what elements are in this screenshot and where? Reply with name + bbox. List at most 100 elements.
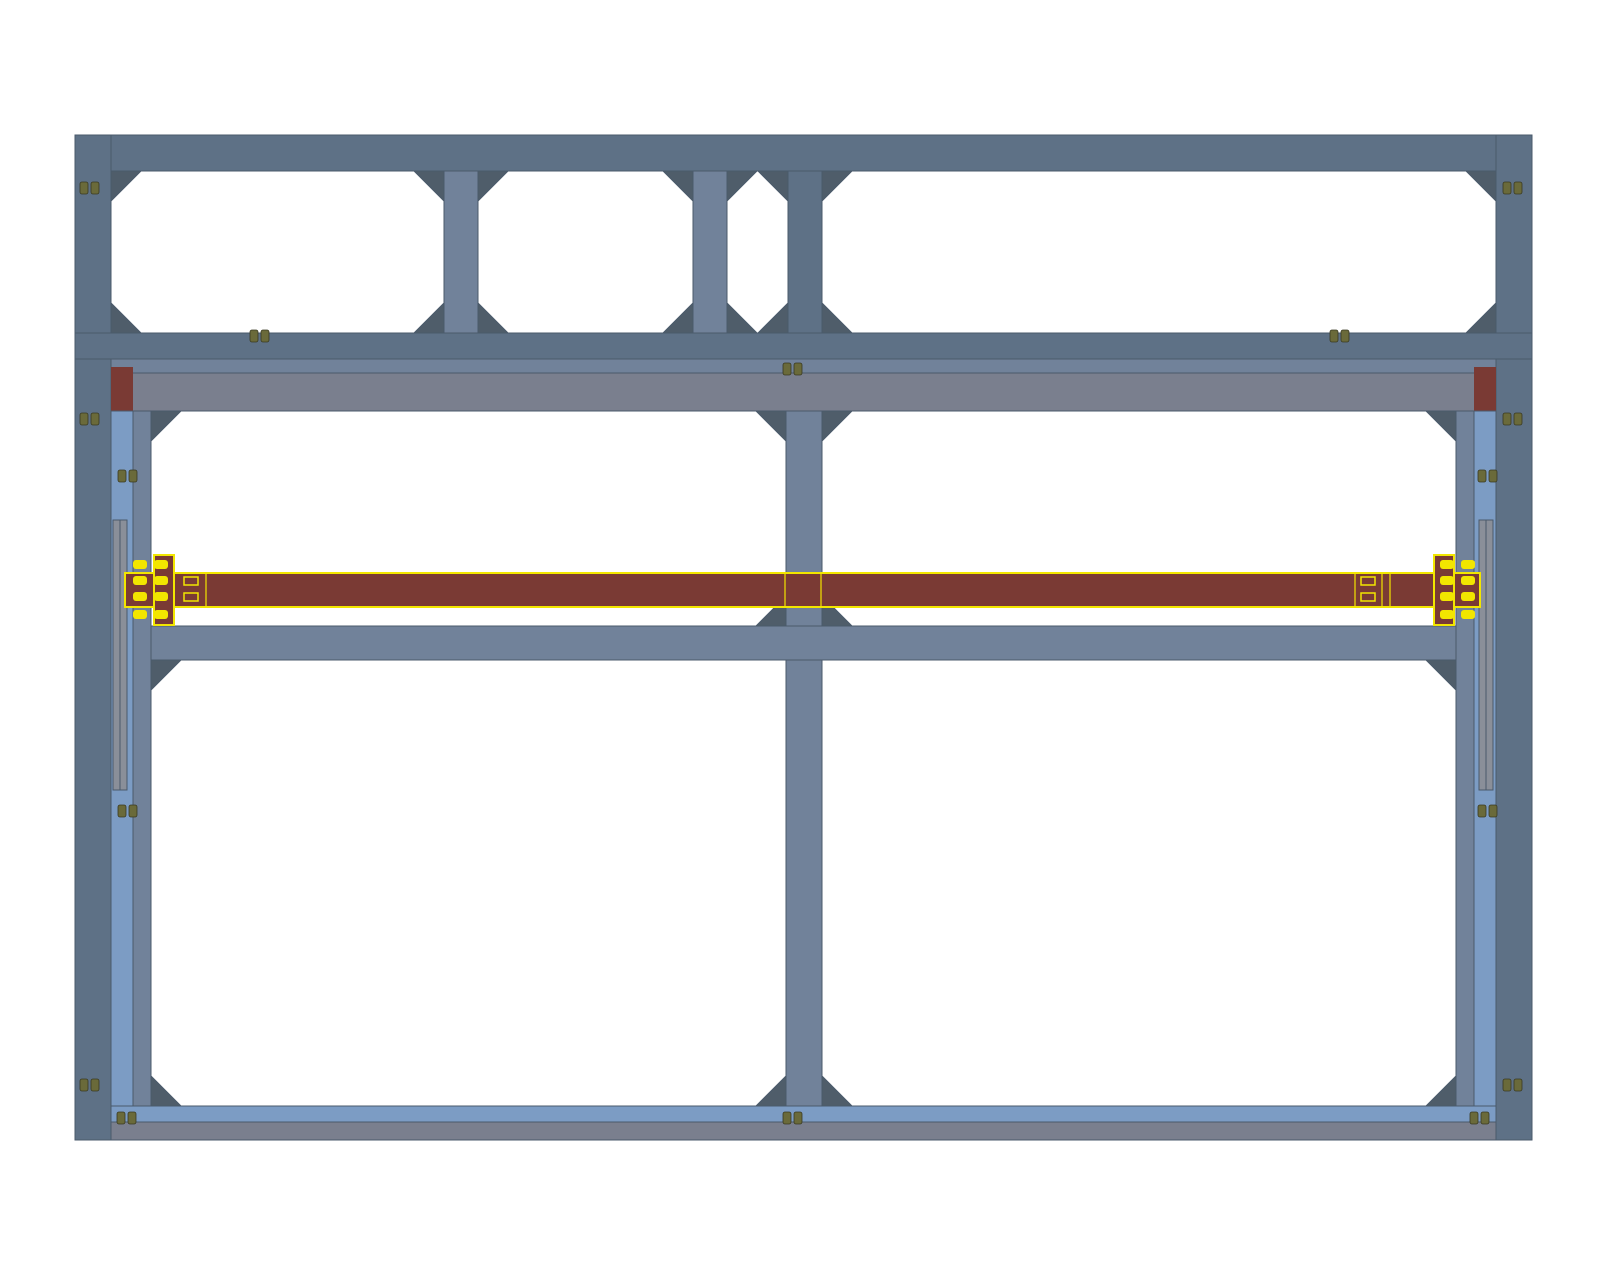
lower-crossbeam (150, 625, 1457, 661)
left-plate-bolt-2-b (154, 592, 168, 601)
right-plate-bolt-2-a (1440, 592, 1454, 601)
top-rail-upper-strip (110, 358, 1497, 374)
bolt-1-a (79, 412, 89, 426)
left-plate-bolt-0-a (133, 560, 147, 569)
right-plate-bolt-3-a (1440, 610, 1454, 619)
bolt-groups (79, 181, 1523, 1125)
gusset-5 (821, 170, 854, 203)
bolt-4-a (1502, 412, 1512, 426)
bolt-0-b (90, 181, 100, 195)
gusset-16 (150, 410, 183, 443)
bolt-12-b (793, 362, 803, 376)
gusset-7 (477, 301, 510, 334)
bolt-12-a (782, 362, 792, 376)
bolt-5-b (1513, 1078, 1523, 1092)
gusset-14 (110, 301, 143, 334)
top-rail (110, 358, 1497, 412)
gusset-1 (477, 170, 510, 203)
top-rail-right-cap (1474, 367, 1496, 411)
bolt-13-a (782, 1111, 792, 1125)
bolt-13-b (793, 1111, 803, 1125)
gusset-24 (150, 1074, 183, 1107)
bolt-8-a (1477, 469, 1487, 483)
right-plate-bolt-1-b (1461, 576, 1475, 585)
left-plate-bolt-0-b (154, 560, 168, 569)
bolt-14-b (127, 1111, 137, 1125)
gusset-9 (726, 301, 759, 334)
gusset-4 (756, 170, 789, 203)
gusset-18 (821, 410, 854, 443)
top-rail-left-cap (111, 367, 133, 411)
bolt-15-b (1480, 1111, 1490, 1125)
gusset-11 (821, 301, 854, 334)
bolt-11-a (1329, 329, 1339, 343)
bolt-6-b (128, 469, 138, 483)
right-inner-strut (1455, 410, 1475, 1141)
gusset-27 (1424, 1074, 1457, 1107)
gusset-26 (821, 1074, 854, 1107)
gusset-25 (754, 1074, 787, 1107)
right-post (1495, 134, 1533, 1141)
outer-frame (74, 134, 1533, 1141)
bolt-14-a (116, 1111, 126, 1125)
bolt-7-b (128, 804, 138, 818)
bolt-5-a (1502, 1078, 1512, 1092)
bolt-0-a (79, 181, 89, 195)
top-post-1 (443, 170, 479, 334)
left-post (74, 134, 112, 1141)
center-strut (785, 410, 823, 1141)
inner-frame (110, 410, 1497, 1141)
top-beam (74, 134, 1533, 172)
left-inner-strut (132, 410, 152, 1141)
bolt-7-a (117, 804, 127, 818)
top-post-3 (787, 170, 823, 334)
gusset-6 (412, 301, 445, 334)
bolt-10-b (260, 329, 270, 343)
gusset-10 (756, 301, 789, 334)
gusset-12 (110, 170, 143, 203)
bolt-3-a (1502, 181, 1512, 195)
left-end-plate[interactable] (153, 554, 199, 626)
right-plate-bolt-1-a (1440, 576, 1454, 585)
side-rail-slots (112, 519, 1494, 791)
bolt-8-b (1488, 469, 1498, 483)
gusset-17 (754, 410, 787, 443)
gusset-2 (661, 170, 694, 203)
right-end-plate[interactable] (1360, 554, 1455, 626)
right-plate-bolt-3-b (1461, 610, 1475, 619)
bolt-9-a (1477, 804, 1487, 818)
bolt-2-b (90, 1078, 100, 1092)
top-posts (443, 170, 823, 334)
gusset-23 (1424, 659, 1457, 692)
bolt-6-a (117, 469, 127, 483)
gusset-20 (150, 659, 183, 692)
left-plate-bolt-3-b (154, 610, 168, 619)
gusset-15 (1464, 301, 1497, 334)
bolt-10-a (249, 329, 259, 343)
left-plate-bolt-1-a (133, 576, 147, 585)
highlighted-beam-group[interactable] (124, 554, 1481, 626)
bolt-1-b (90, 412, 100, 426)
bolt-4-b (1513, 412, 1523, 426)
gusset-19 (1424, 410, 1457, 443)
right-plate-bolt-2-b (1461, 592, 1475, 601)
bolt-15-a (1469, 1111, 1479, 1125)
left-plate-bolt-3-a (133, 610, 147, 619)
corner-gussets (110, 170, 1497, 1107)
right-plate-bolt-0-b (1461, 560, 1475, 569)
bottom-beam-lower (110, 1121, 1497, 1141)
highlighted-beam[interactable] (124, 572, 1481, 608)
gusset-8 (661, 301, 694, 334)
left-plate-bolt-1-b (154, 576, 168, 585)
gusset-3 (726, 170, 759, 203)
mid-horizontal-beam (74, 332, 1533, 360)
gusset-0 (412, 170, 445, 203)
bolt-2-a (79, 1078, 89, 1092)
gusset-13 (1464, 170, 1497, 203)
end-plate-bolts (133, 560, 1475, 619)
left-plate-bolt-2-a (133, 592, 147, 601)
right-plate-bolt-0-a (1440, 560, 1454, 569)
bolt-9-b (1488, 804, 1498, 818)
